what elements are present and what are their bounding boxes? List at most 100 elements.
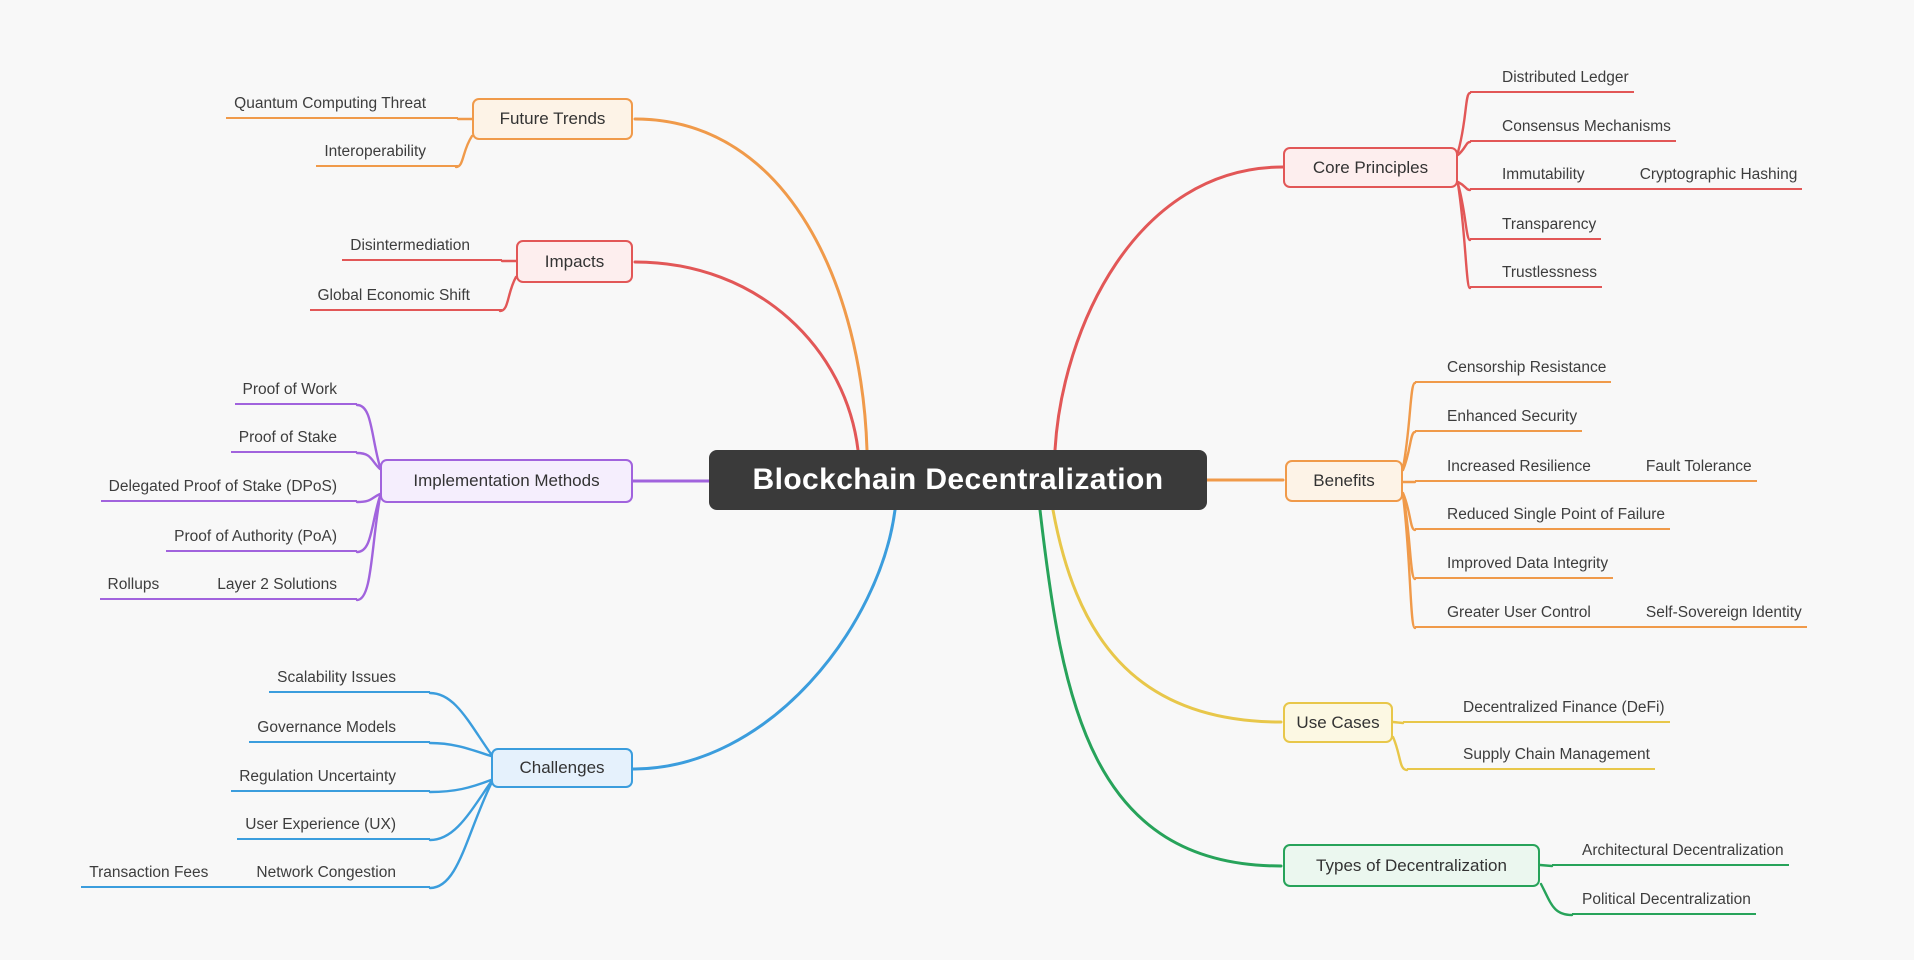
node-row-network-congestion[interactable]: Transaction Fees Network Congestion [81,863,430,888]
node-row-disintermediation[interactable]: Disintermediation [342,236,502,261]
child-connector [1456,91,1472,154]
connector-core-principles [1053,165,1285,452]
row-spacer [1585,183,1640,184]
node-label: Implementation Methods [413,471,600,490]
child-connector [454,134,474,169]
node-row-governance-models[interactable]: Governance Models [249,718,430,743]
root-node[interactable]: Blockchain Decentralization [709,450,1207,510]
connector-challenges [631,508,897,771]
node-label: Transaction Fees [89,864,209,881]
node-row-reduced-single-point[interactable]: Reduced Single Point of Failure [1415,505,1670,530]
connector-future-trends [633,117,869,452]
node-label: User Experience (UX) [245,816,396,833]
node-label: Disintermediation [350,237,470,254]
node-row-political-decentralization[interactable]: Political Decentralization [1572,890,1756,915]
child-connector [355,492,382,504]
child-connector [355,403,382,469]
node-row-censorship-resistance[interactable]: Censorship Resistance [1415,358,1612,383]
node-row-distributed-ledger[interactable]: Distributed Ledger [1470,68,1634,93]
connector-types [1038,508,1283,868]
node-challenges[interactable]: Challenges [491,748,633,788]
node-core-principles[interactable]: Core Principles [1283,147,1458,188]
node-benefits[interactable]: Benefits [1285,460,1403,502]
node-label: Architectural Decentralization [1582,842,1784,859]
child-connector [428,780,493,842]
node-row-trustlessness[interactable]: Trustlessness [1470,263,1603,288]
node-label: Global Economic Shift [317,287,471,304]
node-implementation-methods[interactable]: Implementation Methods [380,459,633,503]
node-label: Rollups [107,576,160,593]
node-label: Quantum Computing Threat [234,95,426,112]
child-connector [1456,180,1472,192]
node-row-increased-resilience[interactable]: Increased Resilience Fault Tolerance [1415,457,1757,482]
node-label: Improved Data Integrity [1447,555,1609,572]
child-connector [428,691,493,756]
node-label: Governance Models [257,719,396,736]
child-connector [355,451,382,471]
node-row-quantum-computing-threat[interactable]: Quantum Computing Threat [226,94,458,119]
node-future-trends[interactable]: Future Trends [472,98,633,140]
child-connector [1391,720,1405,725]
node-row-greater-user-control[interactable]: Greater User Control Self-Sovereign Iden… [1415,603,1807,628]
node-label: Use Cases [1296,712,1380,732]
row-spacer [1591,621,1646,622]
node-row-regulation-uncertainty[interactable]: Regulation Uncertainty [231,767,430,792]
node-label: Immutability [1502,166,1585,183]
node-label: Scalability Issues [277,669,396,686]
node-row-improved-data-integrity[interactable]: Improved Data Integrity [1415,554,1614,579]
node-label: Censorship Resistance [1447,359,1607,376]
node-label: Increased Resilience [1447,458,1591,475]
node-row-architectural-decentralization[interactable]: Architectural Decentralization [1552,841,1789,866]
node-row-scalability-issues[interactable]: Scalability Issues [269,668,430,693]
child-connector [428,778,493,794]
node-row-layer-2-solutions[interactable]: Rollups Layer 2 Solutions [99,575,357,600]
child-connector [355,494,382,554]
child-connector [498,275,518,313]
node-row-supply-chain[interactable]: Supply Chain Management [1407,745,1655,770]
child-connector [1401,493,1417,630]
node-label: Trustlessness [1502,264,1598,281]
row-spacer [159,593,217,594]
node-row-user-experience[interactable]: User Experience (UX) [237,815,430,840]
child-connector [1401,492,1417,581]
root-label: Blockchain Decentralization [752,463,1164,496]
node-row-consensus-mechanisms[interactable]: Consensus Mechanisms [1470,117,1676,142]
child-connector [1538,863,1554,868]
node-label: Consensus Mechanisms [1502,118,1671,135]
node-label: Cryptographic Hashing [1639,166,1798,183]
node-label: Types of Decentralization [1316,855,1507,875]
node-row-dpos[interactable]: Delegated Proof of Stake (DPoS) [100,477,357,502]
node-row-immutability[interactable]: Immutability Cryptographic Hashing [1470,165,1803,190]
node-label: Network Congestion [256,864,396,881]
node-row-transparency[interactable]: Transparency [1470,215,1602,240]
node-label: Greater User Control [1447,604,1591,621]
node-use-cases[interactable]: Use Cases [1283,702,1393,743]
node-label: Interoperability [324,143,426,160]
node-row-global-economic-shift[interactable]: Global Economic Shift [309,286,502,311]
node-impacts[interactable]: Impacts [516,240,633,283]
node-label: Benefits [1313,471,1375,490]
row-spacer [1591,475,1646,476]
node-row-enhanced-security[interactable]: Enhanced Security [1415,407,1583,432]
node-row-proof-of-stake[interactable]: Proof of Stake [230,428,357,453]
node-label: Political Decentralization [1582,891,1751,908]
node-row-proof-of-work[interactable]: Proof of Work [234,380,357,405]
child-connector [355,495,382,602]
node-row-proof-of-authority[interactable]: Proof of Authority (PoA) [166,527,357,552]
node-label: Proof of Authority (PoA) [174,528,337,545]
node-row-defi[interactable]: Decentralized Finance (DeFi) [1403,698,1670,723]
node-label: Proof of Stake [238,429,337,446]
child-connector [1391,735,1409,772]
child-connector [428,782,493,890]
node-label: Transparency [1502,216,1597,233]
child-connector [1456,140,1472,157]
child-connector [1539,882,1574,917]
node-label: Enhanced Security [1447,408,1578,425]
node-label: Fault Tolerance [1645,458,1752,475]
node-types-of-decentralization[interactable]: Types of Decentralization [1283,844,1540,887]
node-row-interoperability[interactable]: Interoperability [316,142,458,167]
node-label: Layer 2 Solutions [217,576,337,593]
child-connector [428,741,493,758]
node-label: Reduced Single Point of Failure [1447,506,1665,523]
